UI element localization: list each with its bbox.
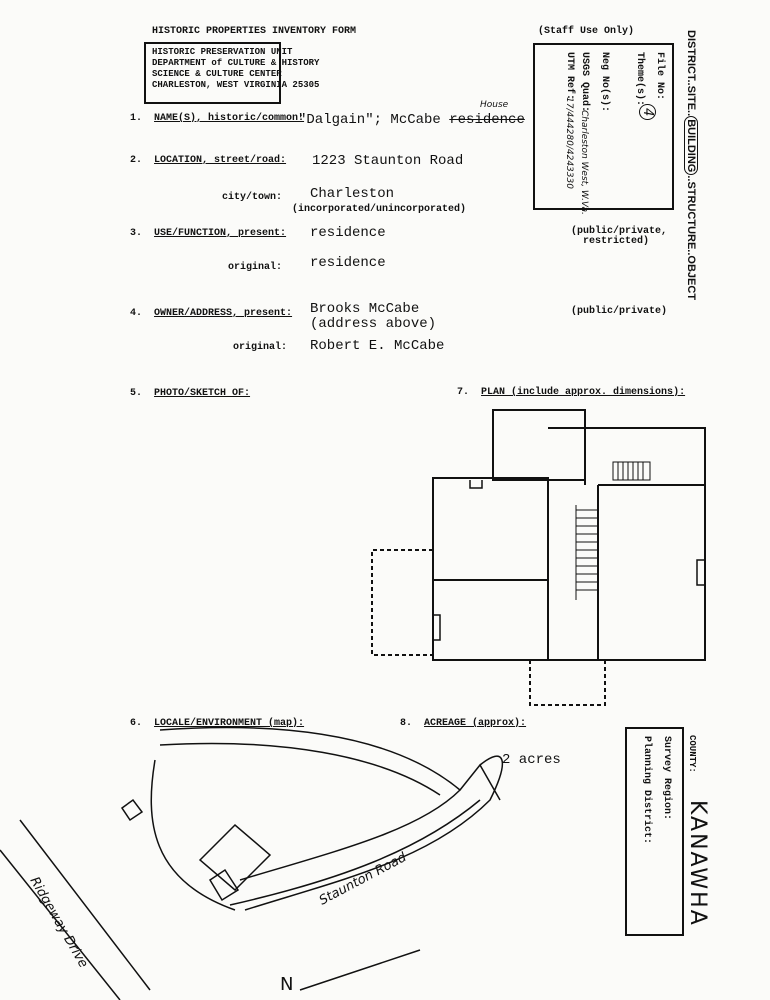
field-3-label: 3. USE/FUNCTION, present: [130,228,287,239]
field-7-label: 7. PLAN (include approx. dimensions): [457,387,686,398]
city-status: (incorporated/unincorporated) [292,204,467,215]
map-north-label: N [280,974,293,995]
owner-original-label: original: [233,342,288,353]
name-handwritten: House [480,100,509,110]
owner-ownership: (public/private) [571,306,668,317]
field-8-label: 8. ACREAGE (approx): [400,718,527,729]
name-value: "Dalgain"; McCabe residence [298,112,525,128]
field-4-label: 4. OWNER/ADDRESS, present: [130,308,293,319]
map-label-staunton-road: Staunton Road [317,850,410,909]
field-2-label: 2. LOCATION, street/road: [130,155,287,166]
agency-line: CHARLESTON, WEST VIRGINIA 25305 [152,80,320,90]
city-value: Charleston [310,186,395,202]
use-original-value: residence [310,255,386,271]
form-title: HISTORIC PROPERTIES INVENTORY FORM [152,26,357,37]
use-ownership: (public/private, [571,226,668,237]
field-1-label: 1. NAME(S), historic/common: [130,113,305,124]
agency-box: HISTORIC PRESERVATION UNIT DEPARTMENT of… [144,42,320,104]
use-ownership-2: restricted) [583,236,650,247]
field-6-label: 6. LOCALE/ENVIRONMENT (map): [130,718,305,729]
staff-use-label: (Staff Use Only) [538,26,635,37]
city-label: city/town: [222,192,283,203]
agency-line: DEPARTMENT of CULTURE & HISTORY [152,58,320,68]
owner-present-value-2: (address above) [310,316,437,332]
owner-original-value: Robert E. McCabe [310,338,445,354]
use-original-label: original: [228,262,283,273]
agency-line: HISTORIC PRESERVATION UNIT [152,47,293,57]
agency-line: SCIENCE & CULTURE CENTER [152,69,282,79]
county-box [625,727,684,936]
owner-present-value: Brooks McCabe [310,301,420,317]
field-5-label: 5. PHOTO/SKETCH OF: [130,388,251,399]
staff-use-box [533,43,674,210]
map-label-ridgeway-drive: Ridgeway Drive [27,875,91,971]
acreage-value: 2 acres [502,752,561,768]
location-value: 1223 Staunton Road [312,153,464,169]
use-present-value: residence [310,225,386,241]
